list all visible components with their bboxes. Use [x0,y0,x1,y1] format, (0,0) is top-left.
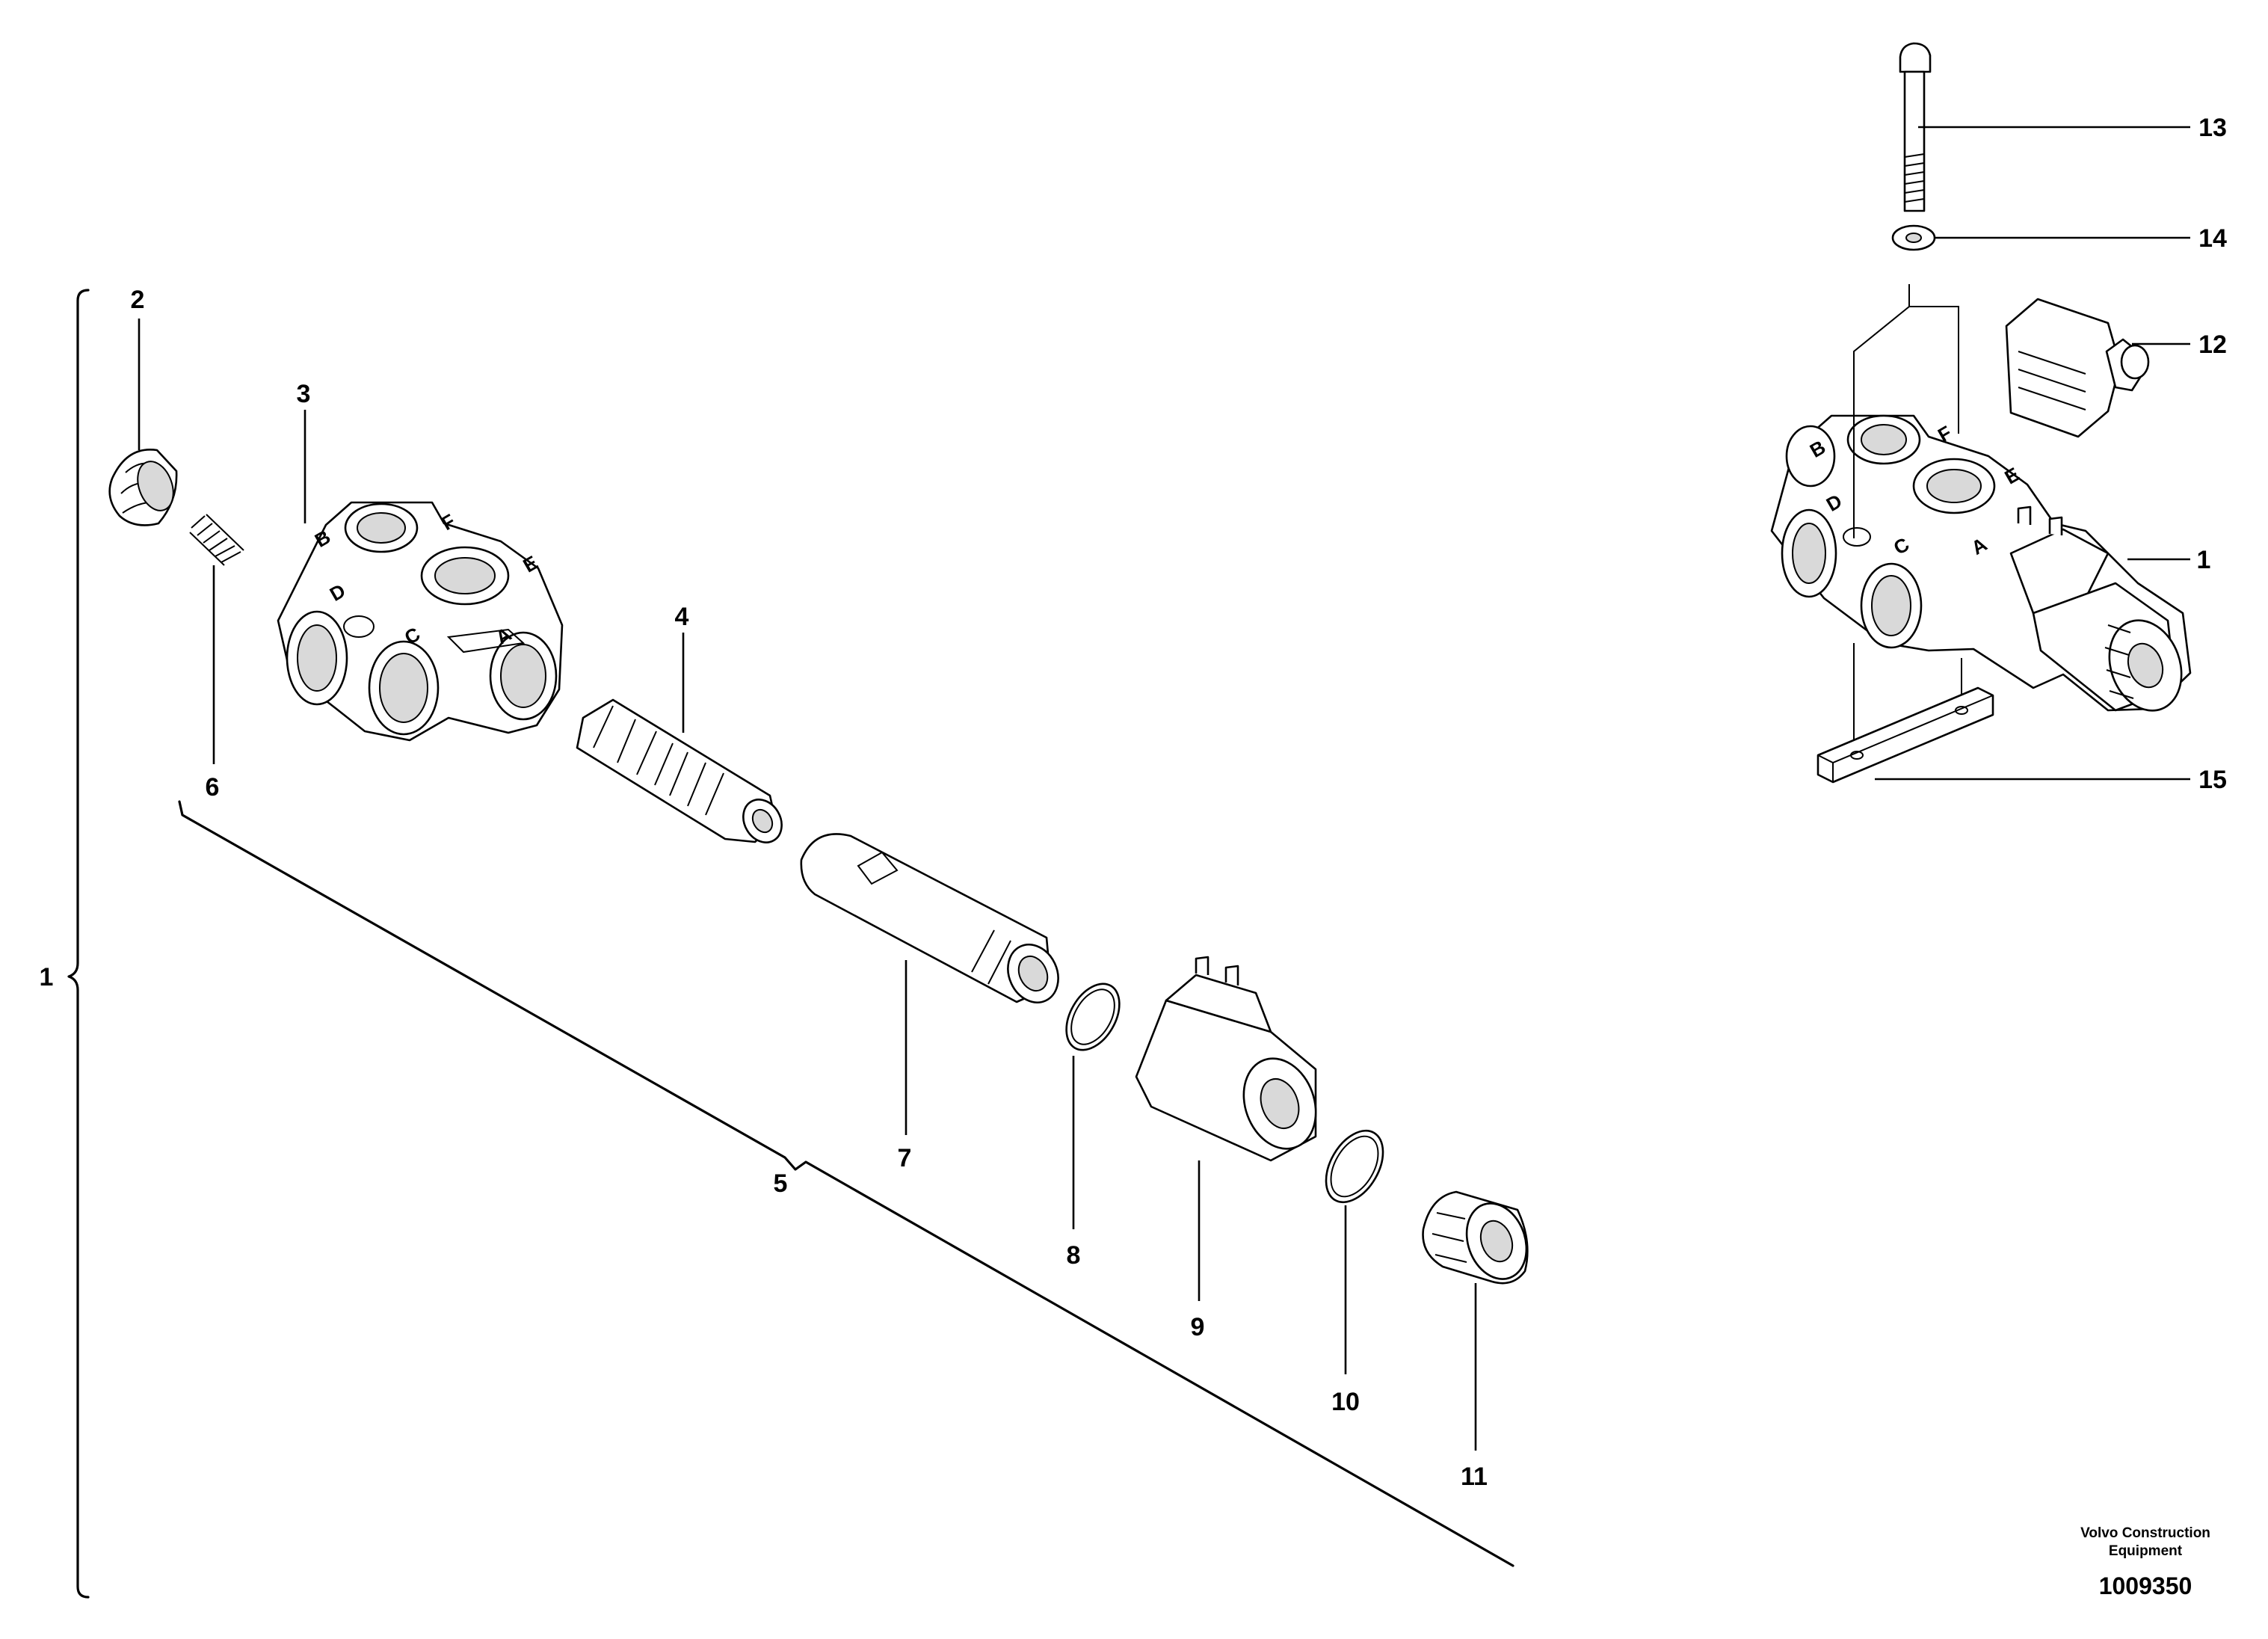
label-2: 2 [131,286,145,314]
label-10: 10 [1331,1388,1360,1416]
spring-part [189,514,244,566]
label-13: 13 [2198,114,2227,142]
plug-part [108,449,178,526]
assembled-valve-part: B F E D C A [1770,414,2192,712]
o-ring-10-part [1325,1129,1384,1204]
label-8: 8 [1067,1241,1081,1270]
o-ring-8-part [1065,983,1121,1051]
alignment-lines [1853,284,1962,755]
brand-line-1: Volvo Construction [2080,1525,2210,1541]
brand-block: Volvo Construction Equipment 1009350 [2080,1525,2210,1599]
bolt-part [1899,42,1932,212]
label-1-right: 1 [2197,546,2211,574]
label-14: 14 [2198,224,2227,253]
leader-lines [138,126,2190,1451]
document-number: 1009350 [2099,1572,2192,1599]
spool-part [576,698,783,843]
label-11: 11 [1461,1463,1488,1491]
label-3: 3 [297,380,311,408]
label-12: 12 [2198,330,2227,359]
label-9: 9 [1191,1313,1205,1341]
subassembly-brace-5 [178,800,1514,1567]
brand-line-2: Equipment [2109,1543,2183,1559]
valve-body-part: B F E D C A [277,501,564,742]
label-5: 5 [774,1169,788,1198]
label-7: 7 [898,1144,912,1172]
washer-part [1891,224,1936,251]
assembly-brace-1 [67,289,90,1599]
solenoid-coil-part [1135,956,1317,1162]
connector-plug-part [2005,298,2150,438]
part-number-labels: 1 2 3 4 5 6 7 8 9 10 11 12 13 14 1 15 [40,114,2227,1491]
armature-tube-part [800,833,1059,1003]
knurled-nut-part [1422,1190,1529,1285]
label-1-assembly: 1 [40,963,54,991]
label-4: 4 [675,603,689,631]
label-6: 6 [206,773,220,802]
label-15: 15 [2198,766,2227,794]
base-plate-part [1816,686,1994,784]
